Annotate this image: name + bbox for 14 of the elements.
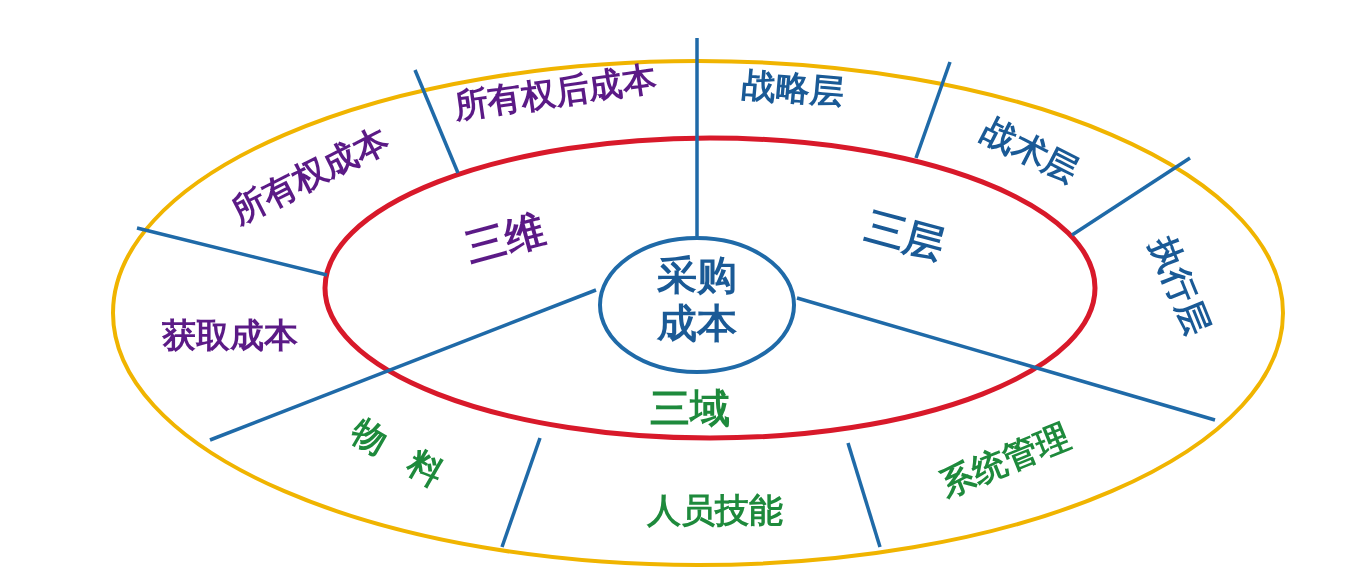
layer-label: 三层 [860, 203, 950, 267]
layer-label: 战略层 [740, 65, 846, 112]
domain-label: 物料 [344, 411, 476, 509]
domain-label: 系统管理 [934, 417, 1076, 503]
center-label: 采购成本 [656, 251, 738, 347]
cost-label: 所有权成本 [225, 119, 395, 231]
layer-label: 战术层 [976, 110, 1084, 190]
cost-label: 获取成本 [162, 316, 298, 354]
center-ellipse [597, 235, 797, 375]
dimension-label: 三维 [460, 206, 550, 270]
domain-label: 三域 [650, 386, 730, 430]
layer-label: 执行层 [1143, 230, 1217, 340]
domain-label: 人员技能 [647, 491, 783, 529]
cost-label: 所有权后成本 [451, 59, 659, 125]
